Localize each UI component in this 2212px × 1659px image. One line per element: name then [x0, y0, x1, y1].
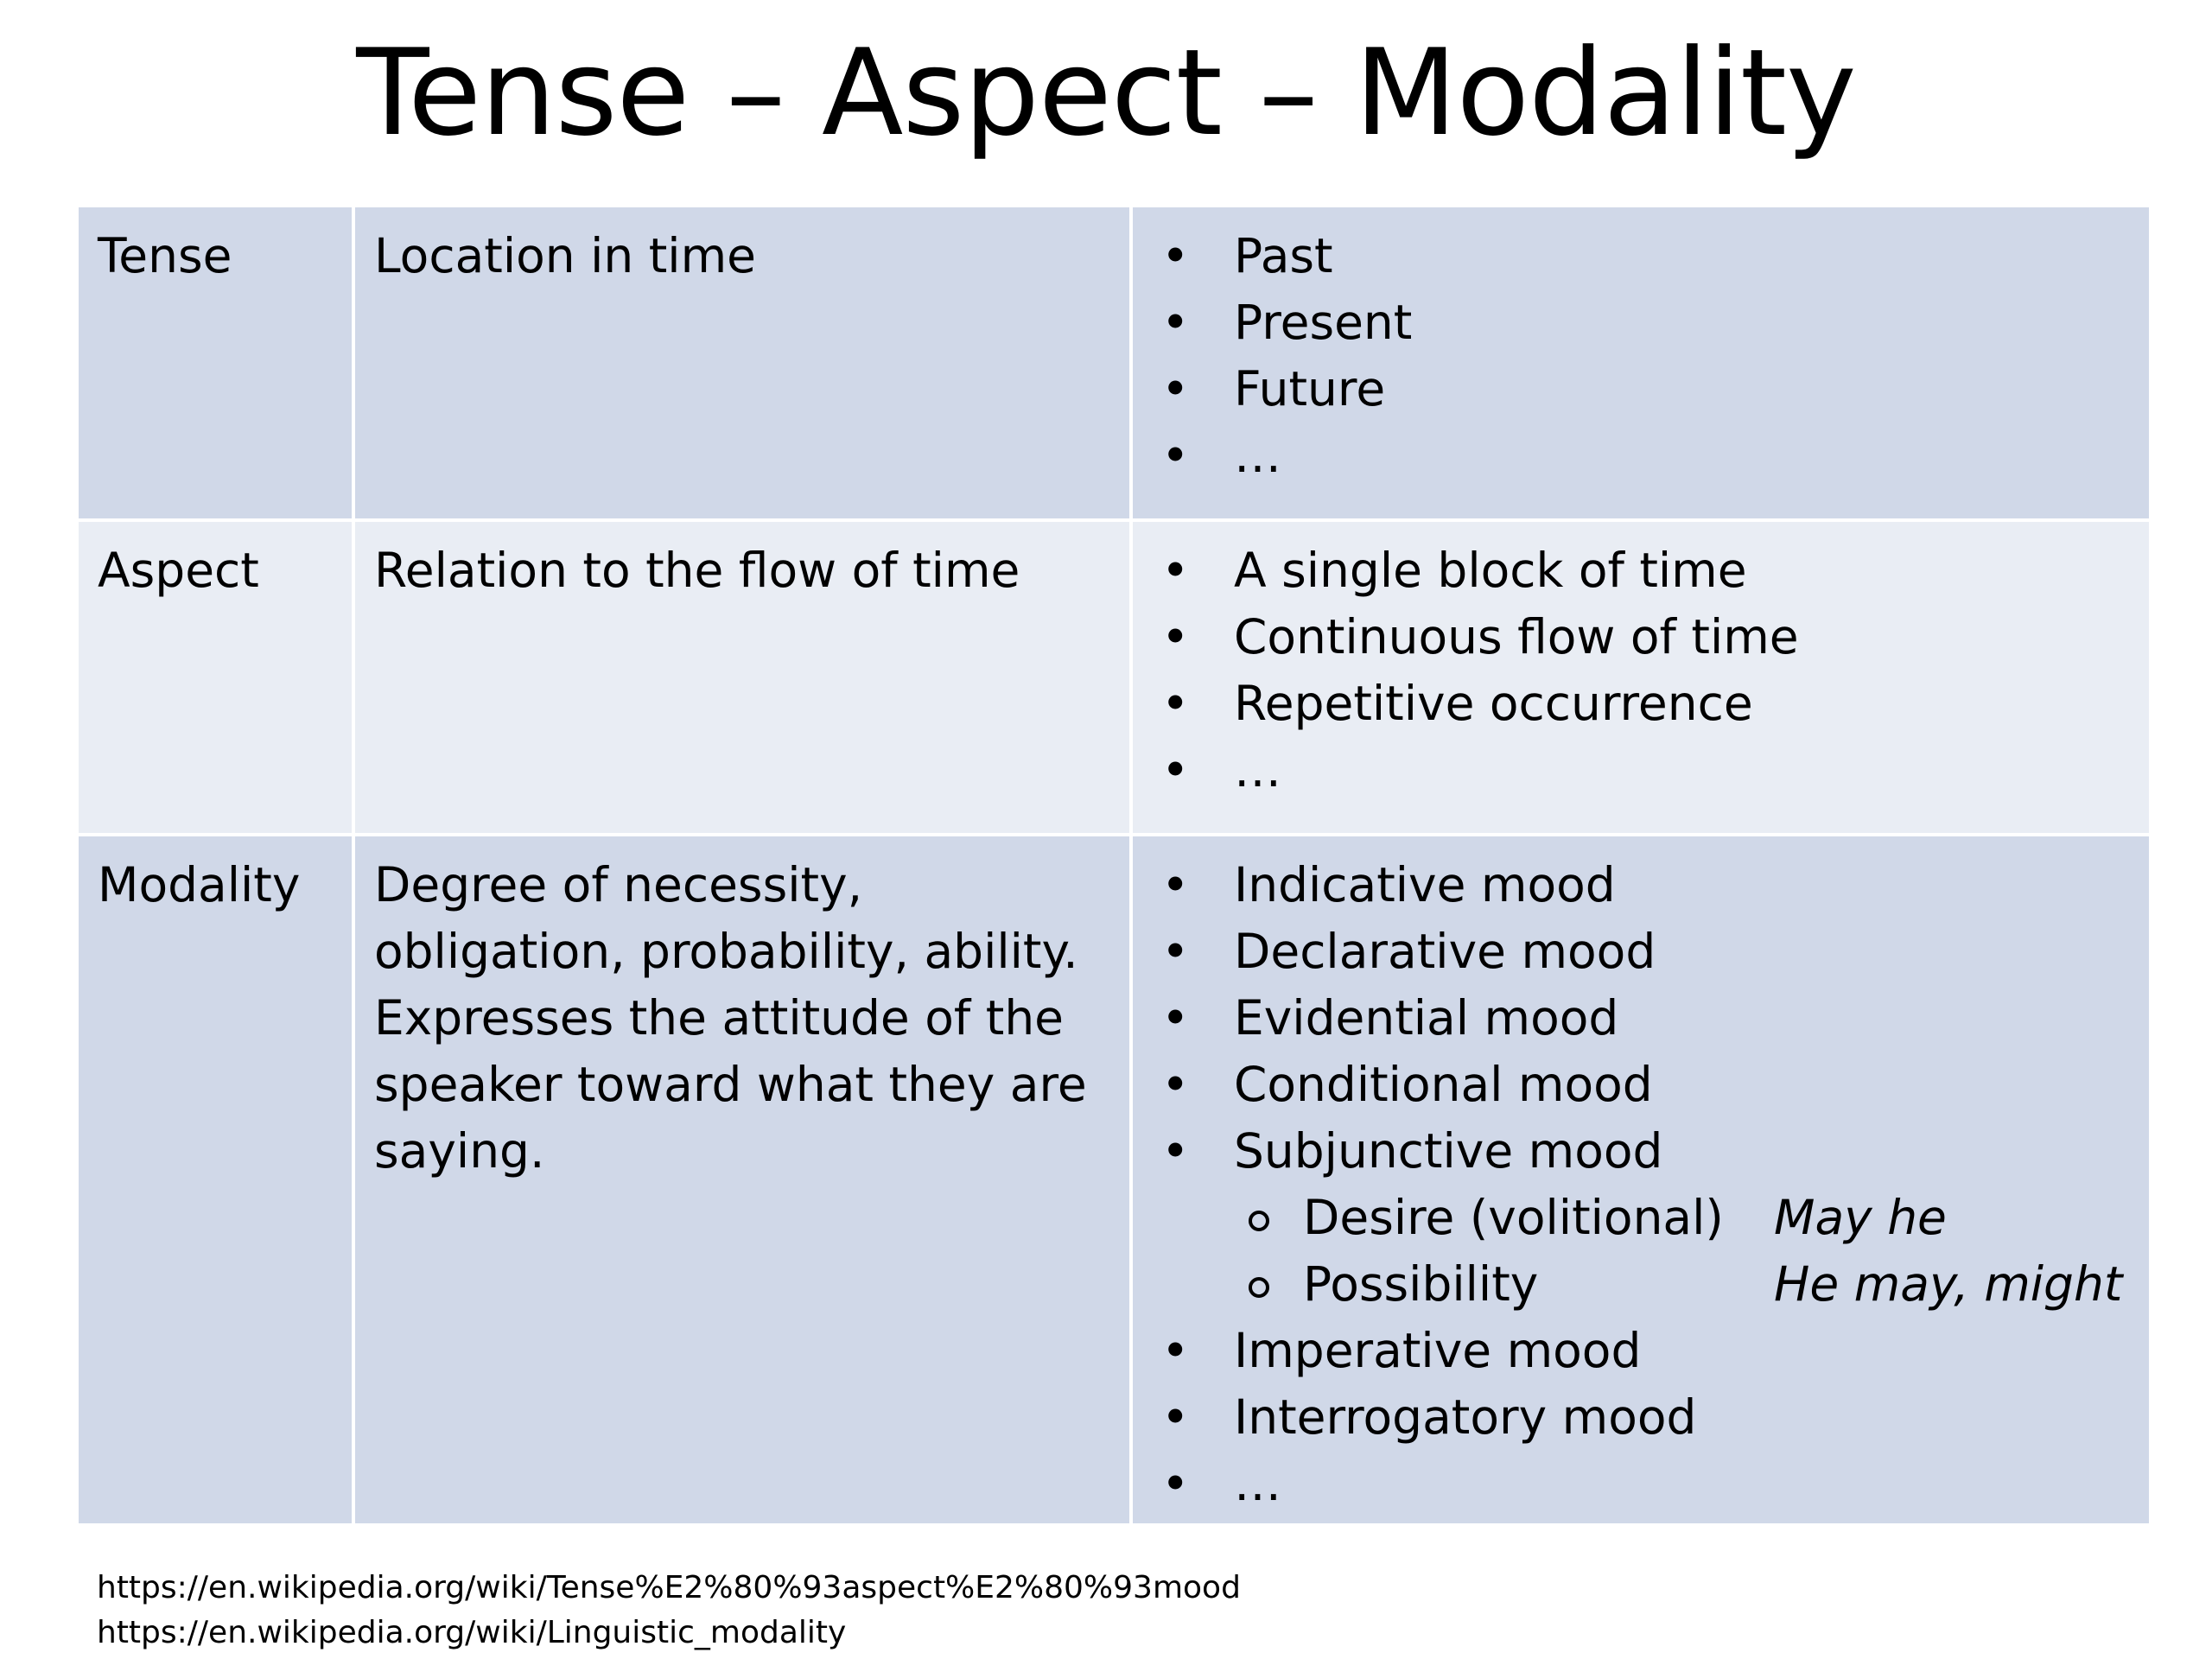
values-list-continued: Imperative mood Interrogatory mood … — [1152, 1318, 2149, 1517]
list-item: Interrogatory mood — [1152, 1384, 2149, 1451]
list-item: … — [1152, 423, 2149, 489]
list-item: Repetitive occurrence — [1152, 671, 2149, 737]
list-item: Future — [1152, 356, 2149, 423]
values-cell: Indicative mood Declarative mood Evident… — [1129, 833, 2152, 1527]
term-cell: Tense — [75, 204, 355, 522]
description-cell: Relation to the flow of time — [352, 518, 1133, 836]
list-item: Declarative mood — [1152, 918, 2149, 985]
list-item: … — [1152, 737, 2149, 804]
tam-table-grid: Tense Location in time Past Present Futu… — [75, 204, 2152, 1527]
sub-item-example: May he — [1774, 1190, 1947, 1245]
description-cell: Location in time — [352, 204, 1133, 522]
values-list: Past Present Future … — [1152, 223, 2149, 489]
values-cell: A single block of time Continuous flow o… — [1129, 518, 2152, 836]
list-item: Imperative mood — [1152, 1318, 2149, 1384]
subjunctive-sublist: Desire (volitional) May he Possibility He … — [1152, 1185, 2149, 1318]
list-item: Indicative mood — [1152, 852, 2149, 918]
list-item: … — [1152, 1451, 2149, 1517]
tam-table: Tense Location in time Past Present Futu… — [75, 204, 2152, 1527]
sub-item-example: He may, might — [1774, 1256, 2123, 1312]
values-list: A single block of time Continuous flow o… — [1152, 537, 2149, 804]
values-cell: Past Present Future … — [1129, 204, 2152, 522]
list-item: Conditional mood — [1152, 1052, 2149, 1118]
sub-item-label: Possibility — [1303, 1256, 1539, 1312]
list-item: Subjunctive mood — [1152, 1118, 2149, 1185]
source-link[interactable]: https://en.wikipedia.org/wiki/Linguistic… — [97, 1615, 847, 1650]
sub-item-label: Desire (volitional) — [1303, 1190, 1724, 1245]
list-item: Evidential mood — [1152, 985, 2149, 1052]
list-item: A single block of time — [1152, 537, 2149, 604]
table-row-tense: Tense Location in time Past Present Futu… — [75, 204, 2152, 522]
slide-title: Tense – Aspect – Modality — [356, 23, 1856, 162]
sub-list-item: Desire (volitional) May he — [1152, 1185, 2149, 1251]
description-cell: Degree of necessity, obligation, probabi… — [352, 833, 1133, 1527]
list-item: Present — [1152, 289, 2149, 356]
sub-list-item: Possibility He may, might — [1152, 1251, 2149, 1318]
table-row-modality: Modality Degree of necessity, obligation… — [75, 833, 2152, 1527]
term-cell: Aspect — [75, 518, 355, 836]
term-cell: Modality — [75, 833, 355, 1527]
table-row-aspect: Aspect Relation to the flow of time A si… — [75, 518, 2152, 836]
list-item: Past — [1152, 223, 2149, 289]
list-item: Continuous flow of time — [1152, 604, 2149, 671]
source-link[interactable]: https://en.wikipedia.org/wiki/Tense%E2%8… — [97, 1570, 1241, 1605]
sources: https://en.wikipedia.org/wiki/Tense%E2%8… — [97, 1566, 1241, 1656]
values-list: Indicative mood Declarative mood Evident… — [1152, 852, 2149, 1185]
